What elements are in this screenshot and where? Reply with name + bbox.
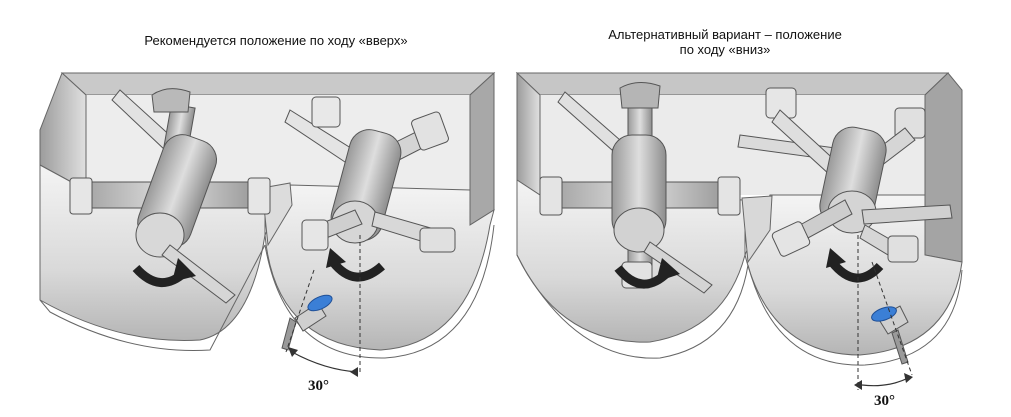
right-caption-line1: Альтернативный вариант – положение	[608, 27, 842, 42]
right-caption-line2: по ходу «вниз»	[679, 42, 771, 57]
right-right-wall	[924, 72, 963, 263]
left-arrow-head-1	[172, 258, 196, 282]
left-mixer: 30°	[39, 71, 496, 394]
left-angle-indicator: 30°	[285, 235, 361, 394]
right-mixer: 30°	[515, 71, 963, 409]
right-top-rim	[515, 72, 950, 96]
right-shaft-1	[539, 82, 741, 294]
left-right-wall	[469, 71, 495, 226]
left-caption: Рекомендуется положение по ходу «вверх»	[144, 33, 408, 48]
right-sensor	[871, 305, 909, 365]
right-angle-label: 30°	[874, 393, 895, 409]
right-rotation-arrow-2	[828, 259, 884, 283]
right-arrow-head-1	[656, 258, 680, 282]
left-sensor	[281, 294, 333, 351]
left-top-rim	[60, 72, 496, 96]
right-arrow-head-2	[826, 248, 846, 268]
right-angle-indicator: 30°	[854, 235, 913, 409]
right-side-wall	[516, 71, 541, 196]
left-angle-label: 30°	[308, 378, 329, 394]
right-caption: Альтернативный вариант – положение по хо…	[540, 27, 910, 60]
left-arrow-head-2	[326, 248, 346, 268]
left-shaft-1	[69, 88, 271, 304]
right-shaft-2	[737, 87, 953, 263]
left-rotation-arrow-2	[329, 259, 385, 282]
left-shaft-2	[284, 96, 456, 253]
